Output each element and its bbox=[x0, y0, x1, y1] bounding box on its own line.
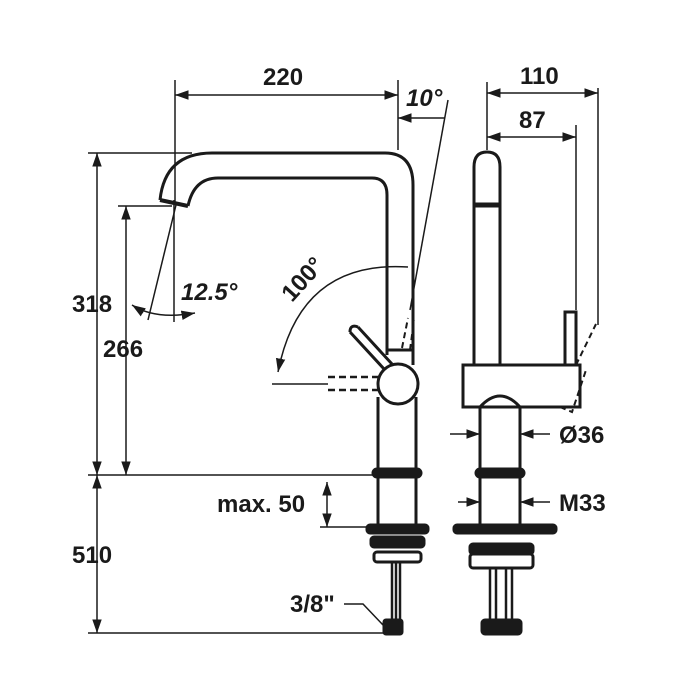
dim-label-87: 87 bbox=[519, 107, 546, 134]
side-lever-dashed bbox=[559, 323, 597, 414]
dim-label-318: 318 bbox=[72, 291, 112, 318]
side-base-plate bbox=[452, 523, 558, 535]
hose bbox=[390, 562, 402, 620]
base-plate bbox=[365, 523, 430, 535]
hose-fitting bbox=[382, 618, 404, 636]
dim-label-10-degree: 10° bbox=[406, 85, 443, 112]
front-dimensions bbox=[88, 80, 449, 634]
side-hoses bbox=[488, 568, 514, 620]
lever-handle bbox=[348, 324, 394, 372]
side-spout bbox=[472, 150, 502, 365]
lever-closed-dashed bbox=[328, 375, 378, 392]
body bbox=[376, 397, 418, 527]
dim-label-diameter-36: Ø36 bbox=[559, 422, 604, 449]
side-body-box bbox=[461, 363, 582, 409]
lever-hub bbox=[376, 362, 420, 406]
side-dimensions bbox=[450, 82, 599, 507]
dim-label-12-5-degree: 12.5° bbox=[181, 279, 238, 306]
dim-label-510: 510 bbox=[72, 542, 112, 569]
dim-label-3-8-inch: 3/8" bbox=[290, 591, 335, 618]
side-ring bbox=[474, 467, 526, 479]
dim-label-220: 220 bbox=[263, 64, 303, 91]
body-ring bbox=[371, 467, 423, 479]
side-hose-fittings bbox=[480, 618, 523, 636]
spout-outer bbox=[158, 151, 415, 365]
side-lever bbox=[563, 310, 578, 365]
dim-label-100-degree: 100° bbox=[276, 252, 329, 307]
mount-nut bbox=[369, 535, 426, 549]
side-mount-body bbox=[468, 552, 535, 570]
dim-label-266: 266 bbox=[103, 336, 143, 363]
spout-inner bbox=[186, 176, 389, 355]
dim-label-110: 110 bbox=[520, 63, 559, 90]
lever-tilted-dashed bbox=[401, 317, 415, 351]
side-view-faucet bbox=[452, 150, 597, 636]
side-body bbox=[478, 394, 522, 527]
dim-label-max-50: max. 50 bbox=[217, 491, 305, 518]
dim-label-m33: M33 bbox=[559, 490, 606, 517]
mount-washer bbox=[372, 550, 423, 564]
front-view-faucet bbox=[158, 151, 430, 636]
